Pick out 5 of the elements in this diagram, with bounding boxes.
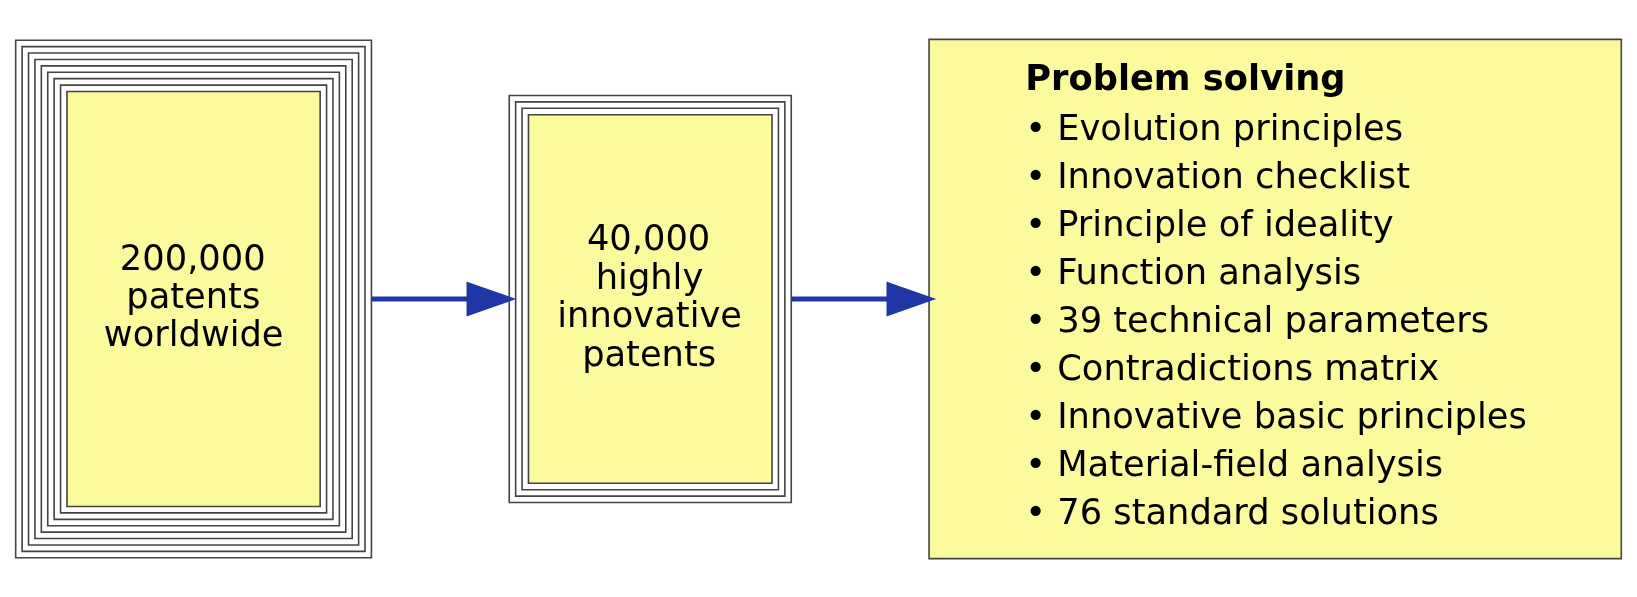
node-box: 40,000 highly innovative patents	[508, 94, 793, 503]
arrow	[791, 281, 937, 316]
arrow	[371, 281, 517, 316]
node-box: 200,000 patents worldwide	[14, 38, 373, 559]
node-box: Problem solving • Evolution principles • Innovation checklist • Principle of ideality • Function analysis • 39 technical parameters • Contradictions matrix • Innovative basic principles • Material-field analysis • 76 standard solutions	[928, 38, 1623, 559]
